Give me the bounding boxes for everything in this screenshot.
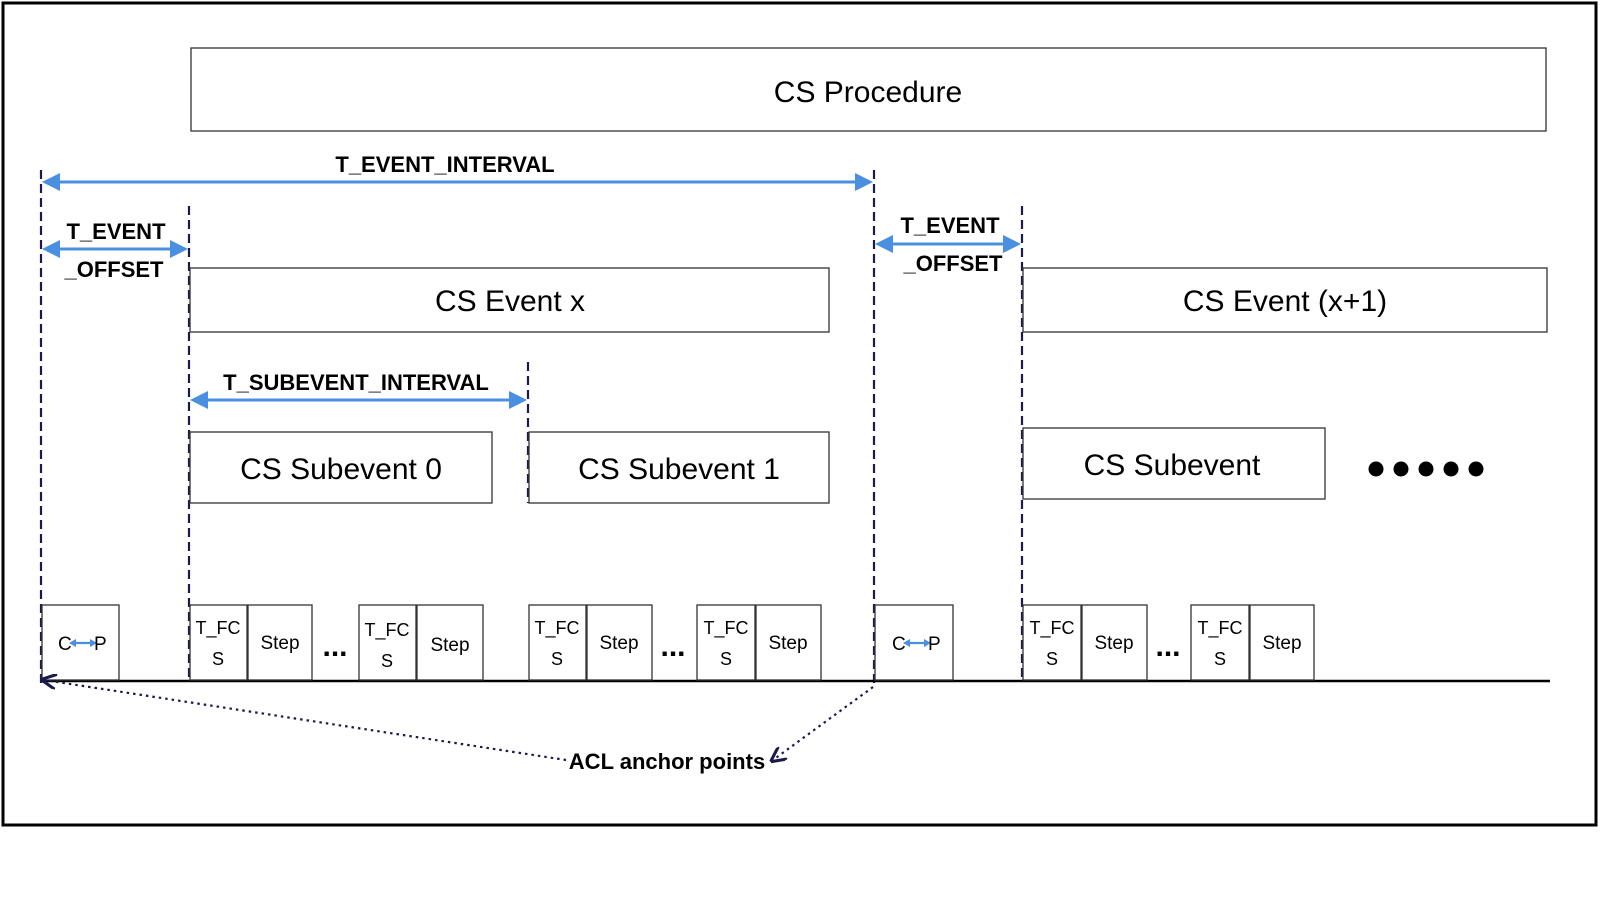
cp-slot-c-label: C bbox=[892, 634, 906, 655]
cp-slot-p-label: P bbox=[928, 634, 941, 655]
cs-event-x1-label: CS Event (x+1) bbox=[1183, 285, 1387, 318]
acl-pointer-right bbox=[773, 686, 874, 760]
cp-slot-p-label: P bbox=[94, 634, 107, 655]
event-offset-2-arrowhead-left bbox=[875, 235, 893, 253]
tfcs-label-line2: S bbox=[212, 649, 224, 669]
step-label: Step bbox=[430, 635, 469, 656]
cs-subevent-0-label: CS Subevent 0 bbox=[240, 453, 442, 486]
cs-subevent-1-box bbox=[528, 431, 830, 504]
cp-arrowhead-right bbox=[924, 639, 931, 647]
cp-arrowhead-left bbox=[903, 639, 910, 647]
tfcs-label-line2: S bbox=[720, 649, 732, 669]
cp-arrowhead-left bbox=[69, 639, 76, 647]
event-offset-1-arrowhead-left bbox=[42, 240, 60, 258]
event-interval-label: T_EVENT_INTERVAL bbox=[335, 152, 554, 177]
event-offset-1-arrowhead-right bbox=[170, 240, 188, 258]
slot-ellipsis: ... bbox=[322, 630, 347, 663]
cp-slot-2: C P bbox=[874, 604, 954, 681]
cs-subevent-next-label: CS Subevent bbox=[1084, 449, 1261, 482]
step-label: Step bbox=[1262, 633, 1301, 654]
acl-pointer-left bbox=[44, 680, 567, 762]
outer-frame bbox=[1, 1, 1598, 827]
subevent-interval-arrowhead-left bbox=[190, 391, 208, 409]
cp-arrowhead-right bbox=[90, 639, 97, 647]
cs-subevent-1-label: CS Subevent 1 bbox=[578, 453, 780, 486]
step-label: Step bbox=[599, 633, 638, 654]
acl-anchor-label: ACL anchor points bbox=[569, 749, 765, 774]
cs-procedure-label: CS Procedure bbox=[774, 76, 962, 109]
step-label: Step bbox=[1094, 633, 1133, 654]
continuation-dot bbox=[1443, 461, 1459, 477]
tfcs-label-line1: T_FC bbox=[1030, 618, 1075, 639]
event-offset-2-label-line2: _OFFSET bbox=[902, 251, 1003, 276]
cp-slot-c-label: C bbox=[58, 634, 72, 655]
cp-slot-1: C P bbox=[41, 604, 120, 681]
continuation-dot bbox=[1393, 461, 1409, 477]
tfcs-label-line1: T_FC bbox=[365, 620, 410, 641]
slot-ellipsis: ... bbox=[660, 630, 685, 663]
continuation-dot bbox=[1468, 461, 1484, 477]
tfcs-label-line2: S bbox=[1214, 649, 1226, 669]
cs-event-x-label: CS Event x bbox=[435, 285, 585, 318]
tfcs-label-line1: T_FC bbox=[1198, 618, 1243, 639]
tfcs-label-line1: T_FC bbox=[196, 618, 241, 639]
subevent-interval-arrowhead-right bbox=[509, 391, 527, 409]
step-label: Step bbox=[260, 633, 299, 654]
tfcs-label-line1: T_FC bbox=[704, 618, 749, 639]
event-interval-arrowhead-right bbox=[855, 173, 873, 191]
cs-event-x1-box bbox=[1022, 267, 1548, 333]
event-offset-1-label-line1: T_EVENT bbox=[66, 219, 166, 244]
event-offset-1-label-line2: _OFFSET bbox=[63, 257, 164, 282]
cs-procedure-box bbox=[190, 47, 1547, 132]
subevent-interval-label: T_SUBEVENT_INTERVAL bbox=[223, 370, 489, 395]
step-group-subevent-1: T_FC S Step ... T_FC S Step bbox=[528, 604, 822, 681]
step-label: Step bbox=[768, 633, 807, 654]
cs-event-x-box bbox=[189, 267, 830, 333]
event-interval-arrowhead-left bbox=[42, 173, 60, 191]
continuation-dot bbox=[1418, 461, 1434, 477]
step-group-subevent-0: T_FC S Step ... T_FC S Step bbox=[189, 604, 484, 681]
tfcs-label-line2: S bbox=[551, 649, 563, 669]
continuation-dot bbox=[1368, 461, 1384, 477]
tfcs-label-line2: S bbox=[381, 651, 393, 671]
event-offset-2-label-line1: T_EVENT bbox=[900, 213, 1000, 238]
tfcs-label-line2: S bbox=[1046, 649, 1058, 669]
cs-subevent-0-box bbox=[189, 431, 493, 504]
tfcs-label-line1: T_FC bbox=[535, 618, 580, 639]
event-offset-2-arrowhead-right bbox=[1003, 235, 1021, 253]
step-group-event-x1: T_FC S Step ... T_FC S Step bbox=[1022, 604, 1315, 681]
cs-subevent-next-box bbox=[1022, 427, 1326, 500]
slot-ellipsis: ... bbox=[1155, 630, 1180, 663]
